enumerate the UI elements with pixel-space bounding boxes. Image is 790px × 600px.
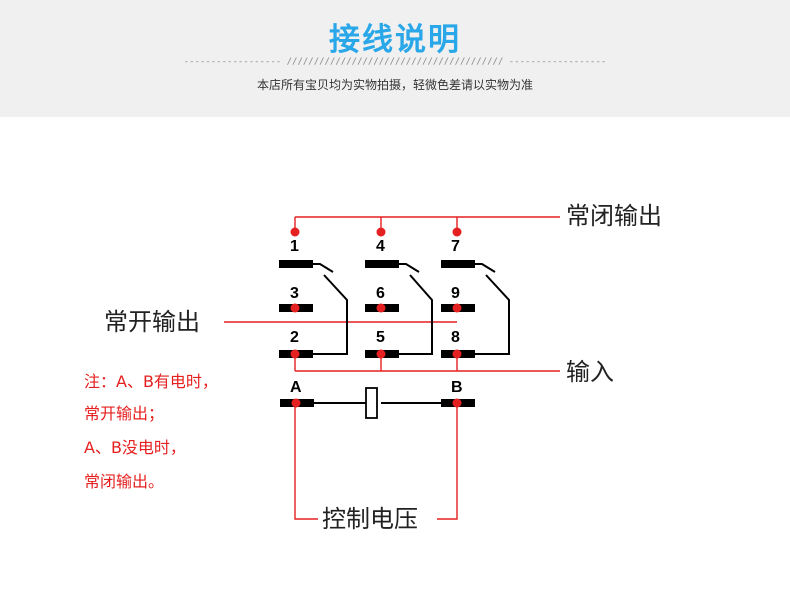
dot-3 [290,303,300,313]
terminal-label-9: 9 [451,285,460,302]
switch-arm-7 [475,263,496,273]
label-normally-closed-output: 常闭输出 [566,202,662,230]
note-line: A、B没电时， [84,438,186,457]
terminal-label-5: 5 [376,329,385,346]
control-wire-a [294,404,318,520]
connection-dots [290,227,462,408]
terminal-label-7: 7 [451,238,460,255]
coil-body [365,387,378,419]
switch-arm-1-lower [313,274,348,355]
page-subtitle: 本店所有宝贝均为实物拍摄，轻微色差请以实物为准 [256,78,533,92]
dot-4 [376,227,386,237]
page-title: 接线说明 [329,22,461,58]
dot-a [291,398,301,408]
terminal-label-a: A [290,379,302,396]
dot-8 [452,349,462,359]
dot-5 [376,349,386,359]
contact-bar-1 [279,260,313,268]
switch-arm-1 [313,263,334,273]
wires [224,216,560,520]
dot-1 [290,227,300,237]
terminal-label-2: 2 [290,329,299,346]
dot-6 [376,303,386,313]
dot-7 [452,227,462,237]
contact-bar-7 [441,260,475,268]
header-banner: 接线说明 ------------------ ////////////////… [0,0,790,117]
dot-b [452,398,462,408]
switch-arms [313,263,510,419]
contact-bar-4 [365,260,399,268]
terminal-numbers: 1 4 7 3 6 9 2 5 8 A B [290,238,463,396]
note-line: 常开输出； [84,404,165,423]
label-normally-open-output: 常开输出 [104,308,200,336]
label-input: 输入 [566,358,614,386]
control-wire-b [437,404,458,520]
terminal-label-1: 1 [290,238,299,255]
switch-arm-7-lower [475,274,510,355]
dot-2 [290,349,300,359]
note-line: 注：A、B有电时， [84,372,218,391]
terminal-label-4: 4 [376,238,385,255]
label-control-voltage: 控制电压 [322,505,418,533]
terminal-label-b: B [451,379,463,396]
decorative-divider: ------------------ /////////////////////… [183,57,607,67]
switch-arm-4 [399,263,420,273]
terminal-label-6: 6 [376,285,385,302]
terminal-label-3: 3 [290,285,299,302]
terminal-label-8: 8 [451,329,460,346]
dot-9 [452,303,462,313]
note-line: 常闭输出。 [84,472,165,491]
switch-arm-4-lower [399,274,433,355]
